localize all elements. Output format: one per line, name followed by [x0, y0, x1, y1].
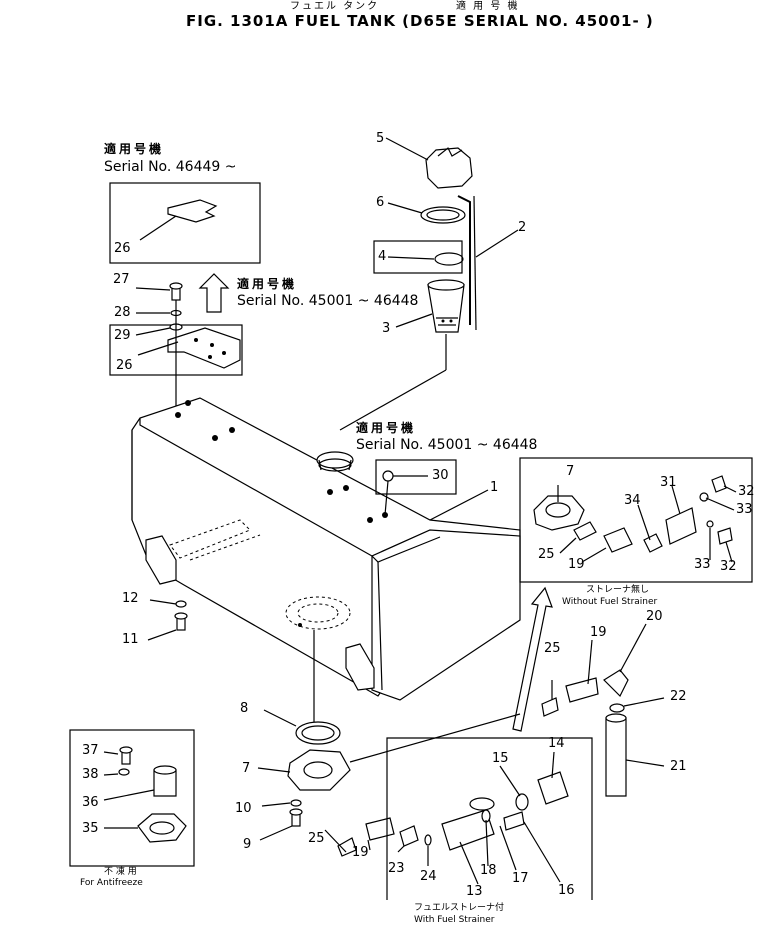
callout-11: 11: [122, 632, 139, 647]
inset-box-46449: [109, 182, 261, 264]
callout-24: 24: [420, 869, 437, 884]
callout-9: 9: [243, 837, 252, 852]
drain-hose: [605, 717, 627, 797]
callout-22: 22: [670, 689, 687, 704]
caption-antifreeze-jp: 不 凍 用: [104, 867, 137, 877]
callout-8: 8: [240, 701, 249, 716]
callout-31: 31: [660, 475, 677, 490]
callout-20: 20: [646, 609, 663, 624]
callout-33-a: 33: [736, 502, 753, 517]
callout-14: 14: [548, 736, 565, 751]
callout-18: 18: [480, 863, 497, 878]
callout-28: 28: [114, 305, 131, 320]
callout-16: 16: [558, 883, 575, 898]
figure-title: FIG. 1301A FUEL TANK (D65E SERIAL NO. 45…: [186, 12, 654, 30]
inset-box-without-strainer: [519, 457, 753, 583]
callout-33-b: 33: [694, 557, 711, 572]
level-gauge-rod: [457, 195, 471, 325]
serial-jp-label-46449: 適用号機: [104, 142, 165, 156]
callout-5: 5: [376, 131, 385, 146]
caption-without-en: Without Fuel Strainer: [562, 597, 658, 607]
drain-flange: [287, 749, 351, 791]
serial-jp-label-45001-a: 適用号機: [237, 277, 298, 291]
upgrade-arrow: [198, 273, 230, 313]
bracket-plate-old: [167, 327, 241, 369]
callout-13: 13: [466, 884, 483, 899]
callout-17: 17: [512, 871, 529, 886]
callout-23: 23: [388, 861, 405, 876]
callout-10: 10: [235, 801, 252, 816]
bracket-plate-new: [167, 199, 218, 223]
callout-7-without: 7: [566, 464, 575, 479]
callout-29: 29: [114, 328, 131, 343]
callout-32-b: 32: [720, 559, 737, 574]
inset-box-ring-4: [373, 240, 463, 274]
callout-37: 37: [82, 743, 99, 758]
callout-25-without: 25: [538, 547, 555, 562]
callout-3: 3: [382, 321, 391, 336]
callout-26-a: 26: [114, 241, 131, 256]
callout-15: 15: [492, 751, 509, 766]
callout-4: 4: [378, 249, 387, 264]
strainer-swap-arrow: [512, 586, 553, 732]
callout-2: 2: [518, 220, 527, 235]
inset-box-with-strainer: [386, 737, 593, 900]
fuel-cap: [425, 147, 473, 189]
callout-32-a: 32: [738, 484, 755, 499]
callout-21: 21: [670, 759, 687, 774]
callout-19-without: 19: [568, 557, 585, 572]
callout-19-right: 19: [590, 625, 607, 640]
serial-note-45001-a: Serial No. 45001 ~ 46448: [237, 293, 419, 309]
caption-without-jp: ストレーナ無し: [586, 585, 650, 595]
callout-6: 6: [376, 195, 385, 210]
inset-box-antifreeze: [69, 729, 195, 867]
caption-with-jp: フュエルストレーナ付: [414, 903, 505, 913]
callout-38: 38: [82, 767, 99, 782]
inset-box-plug-30: [375, 459, 457, 495]
callout-26-b: 26: [116, 358, 133, 373]
callout-19-main: 19: [352, 845, 369, 860]
callout-30: 30: [432, 468, 449, 483]
serial-note-46449: Serial No. 46449 ~: [104, 159, 237, 175]
callout-7-main: 7: [242, 761, 251, 776]
callout-1: 1: [490, 480, 499, 495]
serial-jp-label-45001-b: 適用号機: [356, 421, 417, 435]
header-jp-fuel-tank: フュエル タンク: [290, 1, 380, 12]
callout-25-right: 25: [544, 641, 561, 656]
callout-27: 27: [113, 272, 130, 287]
serial-note-45001-b: Serial No. 45001 ~ 46448: [356, 437, 538, 453]
callout-36: 36: [82, 795, 99, 810]
header-jp-applicable: 適 用 号 機: [456, 1, 520, 12]
callout-12: 12: [122, 591, 139, 606]
callout-35: 35: [82, 821, 99, 836]
callout-34: 34: [624, 493, 641, 508]
caption-antifreeze-en: For Antifreeze: [80, 878, 143, 888]
caption-with-en: With Fuel Strainer: [414, 915, 495, 925]
callout-25-main: 25: [308, 831, 325, 846]
